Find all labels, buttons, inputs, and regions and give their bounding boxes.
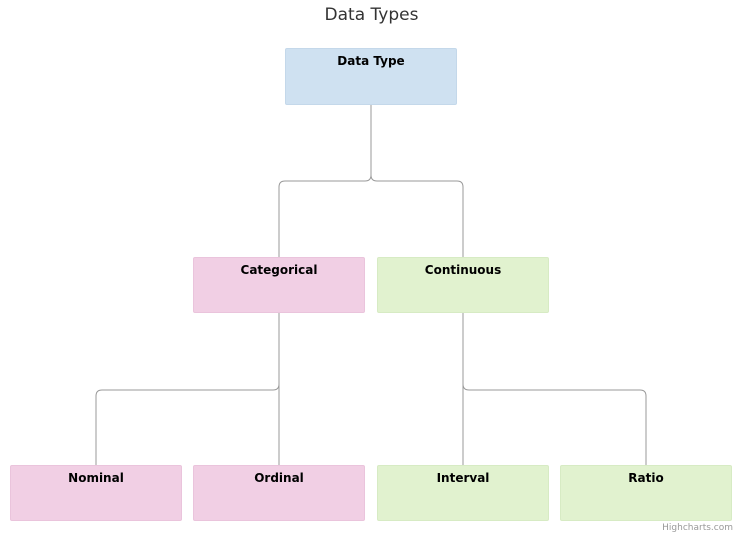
node-ratio[interactable]: Ratio — [560, 465, 732, 521]
credits-link[interactable]: Highcharts.com — [662, 523, 733, 533]
node-interval[interactable]: Interval — [377, 465, 549, 521]
node-ordinal[interactable]: Ordinal — [193, 465, 365, 521]
chart-title: Data Types — [324, 5, 419, 25]
edge-categorical-nominal — [95, 313, 280, 465]
edge-root-continuous — [370, 105, 464, 257]
node-categorical[interactable]: Categorical — [193, 257, 365, 313]
edge-continuous-ratio — [462, 313, 647, 465]
edge-root-categorical — [278, 105, 372, 257]
node-continuous[interactable]: Continuous — [377, 257, 549, 313]
node-data-type[interactable]: Data Type — [285, 48, 457, 105]
node-nominal[interactable]: Nominal — [10, 465, 182, 521]
